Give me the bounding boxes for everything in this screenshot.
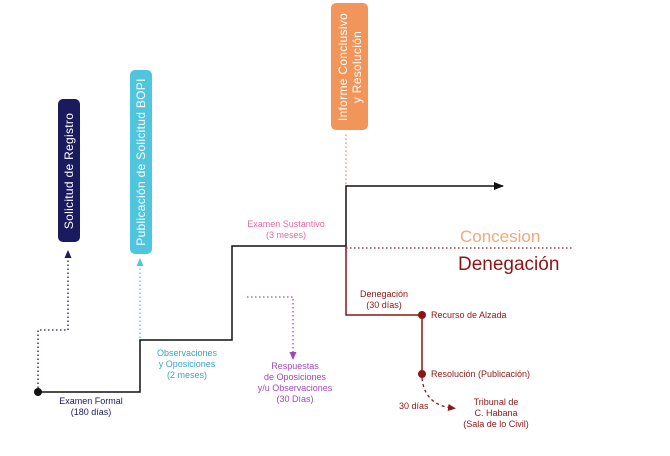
recurso-dot bbox=[418, 311, 426, 319]
denegacion-label: Denegación bbox=[458, 254, 560, 275]
diagram-lines bbox=[34, 134, 572, 411]
examen-formal-label: Examen Formal (180 días) bbox=[59, 396, 123, 417]
denegacion-small-label: Denegación (30 días) bbox=[359, 289, 409, 310]
observaciones-label: Observaciones y Oposiciones (2 meses) bbox=[156, 348, 218, 380]
respuestas-label: Respuestas de Oposiciones y/u Observacio… bbox=[257, 361, 333, 404]
start-dot bbox=[34, 388, 42, 396]
treinta-dias-label: 30 días bbox=[399, 401, 429, 411]
informe-conclusivo-pill: Informe Conclusivo y Resolución bbox=[331, 3, 368, 130]
main-process-line bbox=[38, 182, 504, 393]
informe-line-1: Informe Conclusivo bbox=[335, 12, 350, 121]
concesion-label: Concesion bbox=[460, 227, 541, 246]
solicitud-registro-pill: Solicitud de Registro bbox=[58, 99, 80, 242]
tribunal-label: Tribunal de C. Habana (Sala de lo Civil) bbox=[463, 397, 529, 429]
recurso-label: Recurso de Alzada bbox=[431, 310, 507, 320]
process-diagram: Solicitud de Registro Publicación de Sol… bbox=[34, 3, 572, 429]
respuestas-connector bbox=[247, 296, 297, 360]
publicacion-bopi-text: Publicación de Solicitud BOPI bbox=[134, 78, 148, 246]
resolucion-dot bbox=[418, 370, 426, 378]
denial-branch bbox=[345, 246, 423, 374]
examen-sustantivo-label: Examen Sustantivo (3 meses) bbox=[247, 219, 325, 240]
registro-connector bbox=[37, 250, 72, 388]
solicitud-registro-text: Solicitud de Registro bbox=[62, 112, 76, 229]
resolucion-label: Resolución (Publicación) bbox=[431, 369, 531, 379]
tribunal-connector bbox=[421, 377, 456, 411]
informe-line-2: y Resolución bbox=[349, 30, 364, 103]
publicacion-bopi-pill: Publicación de Solicitud BOPI bbox=[130, 70, 152, 254]
